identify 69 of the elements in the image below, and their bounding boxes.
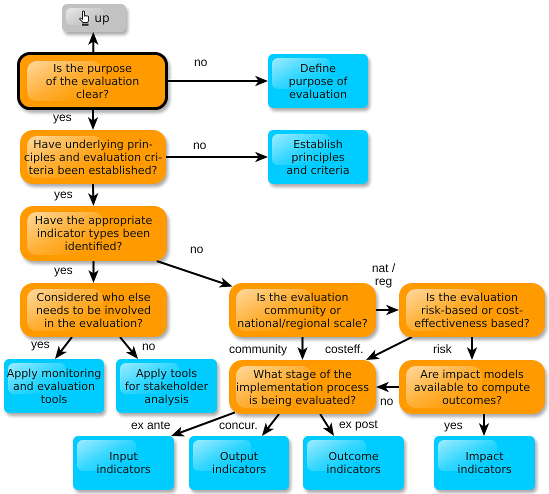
- action-box: [268, 130, 368, 184]
- arrow: [478, 414, 490, 436]
- edge-label: no: [190, 242, 204, 256]
- edge-label: yes: [54, 187, 73, 201]
- node-text: Impact indicators: [457, 450, 512, 476]
- decision-box: [399, 283, 545, 337]
- action-box: [116, 359, 217, 413]
- action-box: [4, 359, 104, 413]
- edge-label: risk: [433, 342, 452, 356]
- node-text: Outcome indicators: [326, 450, 381, 476]
- edge-label: ex ante: [131, 418, 170, 432]
- arrow: [88, 110, 98, 130]
- node-text: Have the appropriate indicator types been identified?: [34, 214, 152, 253]
- arrow: [376, 304, 399, 316]
- arrow: [376, 382, 399, 392]
- arrow: [319, 413, 334, 436]
- edge-label: ex post: [339, 417, 378, 431]
- arrow: [88, 32, 98, 52]
- node-text: Apply monitoring and evaluation tools: [6, 366, 102, 406]
- decision-box: [17, 52, 168, 110]
- edge-label: yes: [31, 337, 50, 351]
- edge-label: costeff.: [325, 342, 364, 356]
- up-button: [62, 4, 126, 32]
- action-box: [434, 436, 535, 490]
- arrow: [88, 261, 99, 283]
- arrow: [466, 337, 478, 360]
- edge-label: concur.: [219, 418, 258, 432]
- node-text: Input indicators: [96, 450, 151, 476]
- node-text: Output indicators: [212, 450, 266, 476]
- node-text: Is the purpose of the evaluation clear?: [46, 62, 140, 100]
- node-text: Apply tools for stakeholder analysis: [124, 366, 208, 406]
- edge-label: nat / reg: [370, 262, 396, 288]
- edge-label: no: [193, 138, 206, 152]
- arrow: [366, 336, 412, 360]
- node-text: Is the evaluation community or national/regional scale?: [237, 290, 368, 330]
- node-text: Are impact models available to compute outcomes?: [414, 368, 530, 406]
- arrow: [168, 76, 268, 86]
- arrow: [297, 337, 308, 360]
- decision-box: [20, 206, 167, 261]
- action-box: [268, 54, 368, 108]
- action-box: [73, 436, 174, 490]
- edge-label: no: [194, 55, 208, 69]
- arrow: [166, 152, 268, 162]
- edge-label: community: [229, 342, 288, 356]
- arrow: [262, 413, 280, 436]
- decision-box: [229, 283, 376, 337]
- arrow: [119, 336, 138, 360]
- edge-label: no: [142, 339, 156, 353]
- edge-label: yes: [53, 110, 72, 124]
- node-text: Is the evaluation risk-based or cost- effectiveness based?: [414, 290, 530, 330]
- button-label: up: [94, 11, 110, 25]
- action-box: [189, 436, 289, 490]
- decision-box: [399, 360, 545, 414]
- node-text: Have underlying prin- ciples and evaluation cri- teria been established?: [24, 138, 162, 176]
- edge-label: no: [380, 394, 394, 408]
- edge-label: yes: [444, 418, 463, 432]
- decision-box: [20, 130, 166, 184]
- decision-box: [20, 283, 167, 337]
- arrow: [170, 411, 236, 436]
- node-text: Establish principles and criteria: [286, 138, 350, 176]
- action-box: [303, 436, 404, 490]
- arrow: [88, 184, 98, 206]
- edge-label: yes: [54, 263, 73, 277]
- node-text: Considered who else needs to be involved in the evaluation?: [36, 290, 152, 330]
- arrow: [54, 336, 73, 359]
- decision-box: [229, 360, 376, 414]
- node-text: What stage of the implementation process is being evaluated?: [236, 368, 369, 406]
- node-text: Define purpose of evaluation: [288, 62, 348, 100]
- arrow: [156, 260, 233, 288]
